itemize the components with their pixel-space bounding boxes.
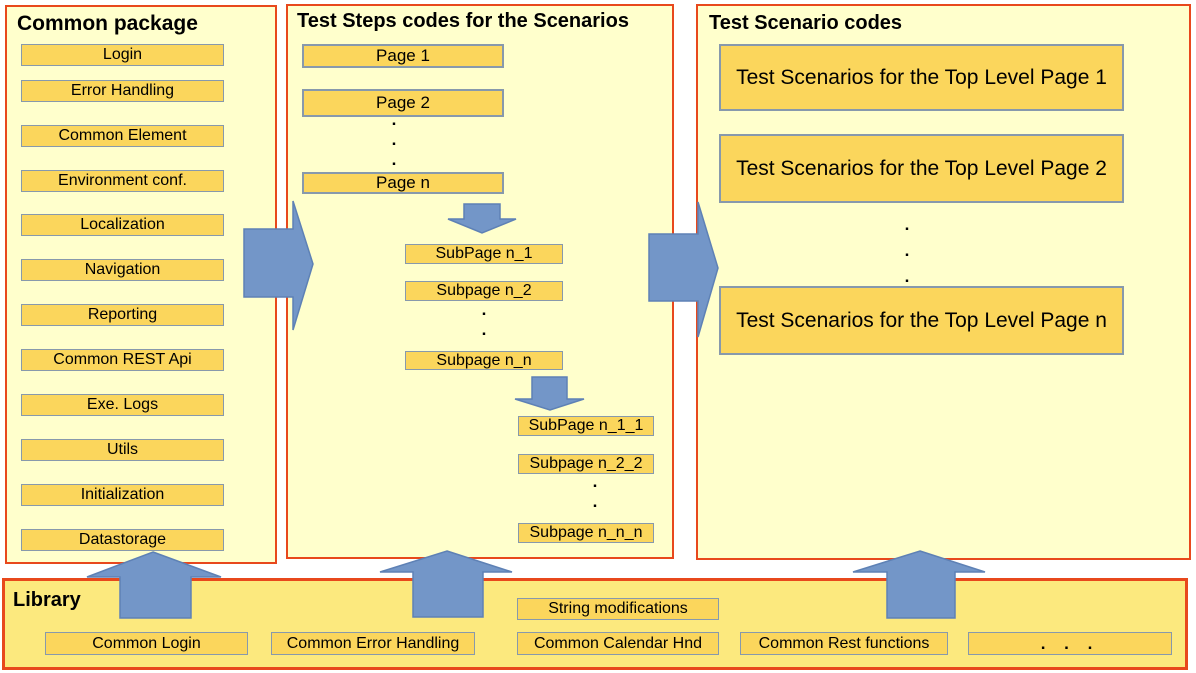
arrow-down-subpage-n-to-subsubpages-icon xyxy=(514,376,585,411)
arrow-up-library-to-common-icon xyxy=(86,551,222,619)
library-common-login: Common Login xyxy=(45,632,248,655)
common-item-navigation: Navigation xyxy=(21,259,224,281)
vertical-ellipsis-scenarios: . . . xyxy=(904,215,910,286)
common-item-localization: Localization xyxy=(21,214,224,236)
panel-library: Library String modifications Common Logi… xyxy=(2,578,1188,670)
steps-page-n: Page n xyxy=(302,172,504,194)
arrow-up-library-to-scenarios-icon xyxy=(852,550,986,619)
arrow-down-page-n-to-subpages-icon xyxy=(447,203,517,234)
common-item-datastorage: Datastorage xyxy=(21,529,224,551)
panel-test-scenarios-title: Test Scenario codes xyxy=(709,12,903,34)
steps-subpage-n-n-n: Subpage n_n_n xyxy=(518,523,654,543)
scenario-top-level-page-n: Test Scenarios for the Top Level Page n xyxy=(719,286,1124,355)
vertical-ellipsis-pages: . . . xyxy=(391,110,397,169)
arrow-right-common-to-test-steps-icon xyxy=(243,200,314,331)
arrow-right-test-steps-to-scenarios-icon xyxy=(648,201,719,338)
library-common-calendar-hnd: Common Calendar Hnd xyxy=(517,632,719,655)
common-item-common-rest-api: Common REST Api xyxy=(21,349,224,371)
common-item-common-element: Common Element xyxy=(21,125,224,147)
common-item-reporting: Reporting xyxy=(21,304,224,326)
arrow-up-library-to-test-steps-icon xyxy=(379,550,513,618)
scenario-top-level-page-2: Test Scenarios for the Top Level Page 2 xyxy=(719,134,1124,203)
panel-library-title: Library xyxy=(13,589,81,611)
steps-subpage-n-n: Subpage n_n xyxy=(405,351,563,370)
common-item-login: Login xyxy=(21,44,224,66)
library-common-error-handling: Common Error Handling xyxy=(271,632,475,655)
steps-page-1: Page 1 xyxy=(302,44,504,68)
panel-common-package: Common package Login Error Handling Comm… xyxy=(5,5,277,564)
panel-common-package-title: Common package xyxy=(17,12,198,35)
common-item-initialization: Initialization xyxy=(21,484,224,506)
common-item-exe-logs: Exe. Logs xyxy=(21,394,224,416)
steps-page-2: Page 2 xyxy=(302,89,504,117)
steps-subpage-n-2: Subpage n_2 xyxy=(405,281,563,301)
library-string-modifications: String modifications xyxy=(517,598,719,620)
common-item-error-handling: Error Handling xyxy=(21,80,224,102)
vertical-ellipsis-subpages: . . . xyxy=(481,300,487,359)
library-common-rest-functions: Common Rest functions xyxy=(740,632,948,655)
vertical-ellipsis-subsubpages: . . . xyxy=(592,472,598,531)
common-item-utils: Utils xyxy=(21,439,224,461)
steps-subpage-n-1-1: SubPage n_1_1 xyxy=(518,416,654,436)
steps-subpage-n-2-2: Subpage n_2_2 xyxy=(518,454,654,474)
steps-subpage-n-1: SubPage n_1 xyxy=(405,244,563,264)
common-item-environment-conf: Environment conf. xyxy=(21,170,224,192)
library-more-ellipsis: . . . xyxy=(968,632,1172,655)
panel-test-steps: Test Steps codes for the Scenarios Page … xyxy=(286,4,674,559)
panel-test-steps-title: Test Steps codes for the Scenarios xyxy=(297,10,629,32)
scenario-top-level-page-1: Test Scenarios for the Top Level Page 1 xyxy=(719,44,1124,111)
